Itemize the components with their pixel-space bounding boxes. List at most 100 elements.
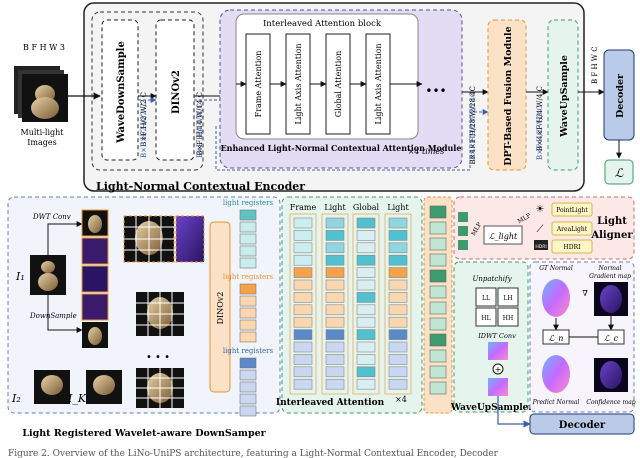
point-light-label: PointLight xyxy=(556,207,588,214)
interleaved-attention-panel: Frame Light Global Light Interleaved Att… xyxy=(276,196,423,414)
attn-token-0-9 xyxy=(293,329,313,340)
token-2-2 xyxy=(239,381,257,393)
attn-column-1 xyxy=(321,213,349,395)
attn-token-0-8 xyxy=(293,316,313,328)
area-light-label: AreaLight xyxy=(556,226,588,233)
attn-blocks-top: Frame Attention Light Axis Attention Glo… xyxy=(236,33,423,135)
attn-token-0-6 xyxy=(293,292,313,303)
input-dims-label: B F H W 3 xyxy=(23,43,65,52)
attn-token-3-12 xyxy=(388,366,408,378)
decoder-label-top: Decoder xyxy=(615,73,626,118)
attn-token-3-9 xyxy=(388,329,408,340)
token-1-4 xyxy=(239,331,257,343)
predict-normal-image xyxy=(542,355,570,393)
downsample-group xyxy=(91,11,204,171)
dim-label-5: B×4×F H/28 W/28 4C xyxy=(469,86,477,165)
attn-ellipsis: ••• xyxy=(425,84,446,98)
attn-token-1-7 xyxy=(325,304,345,316)
fusion-token-10 xyxy=(429,365,447,379)
interleaved-frame xyxy=(281,196,423,414)
token-0-0 xyxy=(239,209,257,221)
token-stacks-left xyxy=(239,209,257,417)
dwt-conv-label: DWT Conv xyxy=(32,213,71,221)
light-axis-attention-label-2: Light Axis Attention xyxy=(374,43,383,124)
attn-token-3-1 xyxy=(388,230,408,241)
hdri-label: HDRI xyxy=(564,244,582,251)
token-0-1 xyxy=(239,221,257,233)
fusion-token-4 xyxy=(429,269,447,283)
attn-token-2-6 xyxy=(356,292,376,303)
gt-normal-label: GT Normal xyxy=(539,265,573,272)
light-registers-2: light registers xyxy=(223,273,274,281)
patch-grid-2 xyxy=(136,292,184,336)
subband-hl-label: HL xyxy=(481,315,490,322)
attn-token-3-13 xyxy=(388,378,408,390)
attn-token-0-11 xyxy=(293,354,313,365)
attn-header-global: Global xyxy=(353,203,380,212)
attn-token-1-3 xyxy=(325,254,345,266)
token-2-3 xyxy=(239,393,257,405)
attn-token-3-0 xyxy=(388,217,408,229)
attn-token-1-11 xyxy=(325,354,345,365)
attn-token-0-2 xyxy=(293,242,313,254)
fusion-tokens xyxy=(429,205,447,395)
frame-attention-block xyxy=(245,33,271,135)
interleaved-times: ×4 xyxy=(395,395,407,404)
dinov2-vertical-label: DINOv2 xyxy=(216,292,225,325)
plus-symbol: + xyxy=(495,365,502,374)
attn-token-1-6 xyxy=(325,292,345,303)
multi-light-images xyxy=(14,66,68,122)
times4-label: ×4 times xyxy=(408,147,445,156)
loss-n-label: ℒ_n xyxy=(549,334,564,343)
idwt-conv-label: IDWT Conv xyxy=(477,332,516,340)
token-0-2 xyxy=(239,233,257,245)
loss-box xyxy=(604,159,634,185)
attn-token-3-7 xyxy=(388,304,408,316)
gradient-map-label: Gradient map xyxy=(589,273,631,280)
subband-hh-label: HH xyxy=(503,315,513,322)
fusion-token-2 xyxy=(429,237,447,251)
frame-attention-label: Frame Attention xyxy=(254,51,263,118)
attn-token-1-8 xyxy=(325,316,345,328)
fusion-token-3 xyxy=(429,253,447,267)
fusion-token-9 xyxy=(429,349,447,363)
loss-symbol: ℒ xyxy=(615,166,624,180)
attn-header-light-1: Light xyxy=(324,203,346,212)
loss-c-label: ℒ_c xyxy=(604,334,619,343)
attn-token-1-2 xyxy=(325,242,345,254)
encoder-label: Light-Normal Contextual Encoder xyxy=(96,180,305,193)
decoder-label-bottom: Decoder xyxy=(559,420,606,431)
predict-normal-label: Predict Normal xyxy=(532,399,580,406)
attn-column-3 xyxy=(384,213,412,395)
attn-token-2-11 xyxy=(356,354,376,365)
token-2-4 xyxy=(239,405,257,417)
normal-loss-panel: GT Normal Normal Gradient map ∇ ℒ_n ℒ_c … xyxy=(529,261,636,413)
light-registers-3: light registers xyxy=(223,347,274,355)
attn-token-1-12 xyxy=(325,366,345,378)
figure-caption: Figure 2. Overview of the LiNo-UniPS arc… xyxy=(8,449,499,458)
dinov2-label: DINOv2 xyxy=(171,70,182,114)
attn-column-2 xyxy=(352,213,380,395)
fusion-token-11 xyxy=(429,381,447,395)
waveupsampler-label: WaveUpSampler xyxy=(450,403,534,413)
interleaved-title: Interleaved Attention block xyxy=(263,19,382,29)
subband-lh xyxy=(81,237,109,265)
attn-token-2-12 xyxy=(356,366,376,378)
top-pipeline: B F H W 3 Multi-light Images Light-Norma… xyxy=(14,2,635,193)
attn-token-1-5 xyxy=(325,279,345,291)
attn-token-3-5 xyxy=(388,279,408,291)
attn-token-0-1 xyxy=(293,230,313,241)
light-aligner-label-1: Light xyxy=(597,216,627,227)
fusion-token-6 xyxy=(429,301,447,315)
attn-token-2-13 xyxy=(356,378,376,390)
arrow-to-decoder xyxy=(497,396,531,428)
input-caption-2: Images xyxy=(27,138,56,147)
dots-vertical: • • • xyxy=(146,352,170,363)
token-1-0 xyxy=(239,283,257,295)
dpt-fusion-label: DPT-Based Fusion Module xyxy=(503,26,514,165)
light-axis-attention-label-1: Light Axis Attention xyxy=(294,43,303,124)
i1-label: I₁ xyxy=(15,270,25,283)
attn-token-1-9 xyxy=(325,329,345,340)
attn-token-2-0 xyxy=(356,217,376,229)
waveup-panel: Unpatchify LL LH HL HH IDWT Conv + WaveU… xyxy=(423,196,534,414)
